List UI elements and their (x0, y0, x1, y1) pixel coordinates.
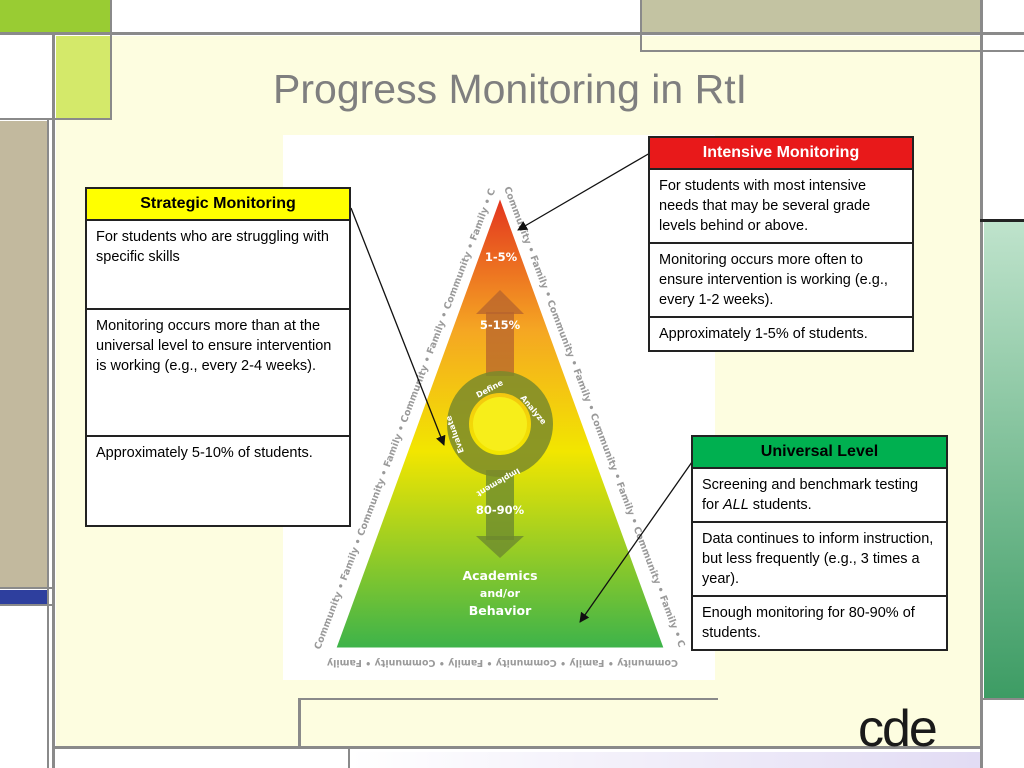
frame-block-lavender (350, 752, 980, 768)
universal-row-screening: Screening and benchmark testing for ALL … (691, 467, 948, 523)
universal-header: Universal Level (691, 435, 948, 469)
universal-level-table: Universal Level Screening and benchmark … (691, 435, 948, 651)
frame-line (640, 50, 1024, 52)
frame-line (640, 0, 642, 52)
universal-pointer-arrow (579, 461, 693, 623)
strategic-monitoring-table: Strategic Monitoring For students who ar… (85, 187, 351, 527)
frame-line (47, 118, 49, 768)
frame-line (0, 118, 112, 120)
strategic-pointer-arrow (350, 207, 446, 446)
frame-line (980, 219, 1024, 222)
frame-line (110, 0, 112, 120)
frame-line (348, 749, 350, 768)
slide-title: Progress Monitoring in RtI (273, 66, 747, 112)
intensive-pointer-arrow (517, 152, 651, 231)
strategic-row-frequency: Monitoring occurs more than at the unive… (85, 308, 351, 437)
up-arrow (476, 290, 524, 376)
intensive-header: Intensive Monitoring (648, 136, 914, 170)
strategic-row-description: For students who are struggling with spe… (85, 219, 351, 310)
frame-line (980, 0, 983, 768)
universal-row-frequency: Data continues to inform instruction, bu… (691, 521, 948, 597)
base-label-line-3: Behavior (469, 603, 532, 618)
base-label-line-2: and/or (480, 587, 521, 600)
down-arrow (476, 470, 524, 558)
frame-line (0, 604, 55, 606)
frame-line (298, 698, 718, 700)
tier-label-1-5: 1-5% (485, 250, 518, 264)
strategic-header: Strategic Monitoring (85, 187, 351, 221)
frame-block-navy (0, 590, 47, 604)
intensive-row-frequency: Monitoring occurs more often to ensure i… (648, 242, 914, 318)
universal-screening-text: Screening and benchmark testing for (702, 477, 919, 513)
cde-logo: cde (858, 700, 938, 758)
frame-line (0, 32, 1024, 35)
frame-line (55, 746, 983, 749)
tier-label-5-15: 5-15% (480, 318, 521, 332)
universal-students-text: students. (752, 497, 812, 513)
intensive-row-description: For students with most intensive needs t… (648, 168, 914, 244)
universal-all-emphasis: ALL (722, 497, 749, 513)
frame-block-khaki (640, 0, 980, 32)
frame-block-lime (56, 36, 110, 118)
frame-line (298, 698, 301, 748)
strategic-row-percentage: Approximately 5-10% of students. (85, 435, 351, 527)
universal-row-percentage: Enough monitoring for 80-90% of students… (691, 595, 948, 651)
frame-line (980, 698, 1024, 700)
base-label-line-1: Academics (462, 568, 537, 583)
frame-block-green (0, 0, 110, 32)
intensive-row-percentage: Approximately 1-5% of students. (648, 316, 914, 352)
intensive-monitoring-table: Intensive Monitoring For students with m… (648, 136, 914, 352)
frame-line (52, 32, 55, 768)
frame-line (0, 587, 55, 589)
frame-block-seagreen (984, 222, 1024, 698)
tier-label-80-90: 80-90% (476, 503, 525, 517)
frame-block-tan (0, 121, 47, 587)
